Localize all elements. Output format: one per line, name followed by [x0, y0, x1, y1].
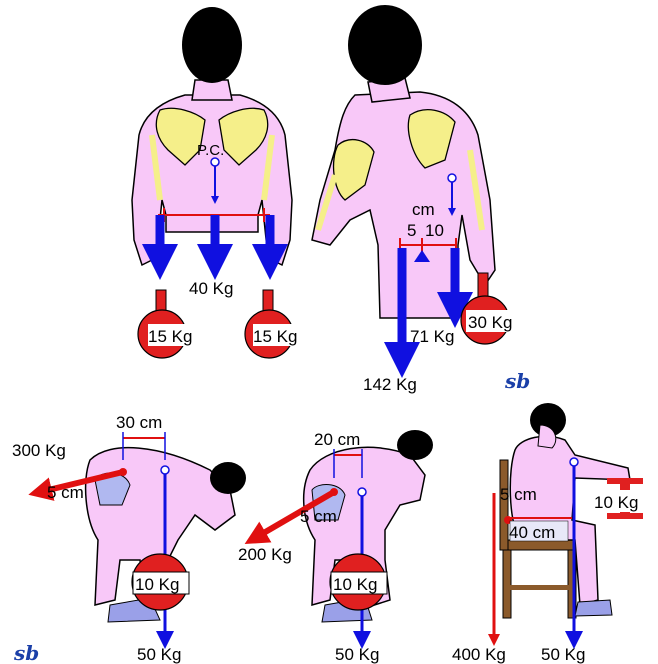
right-weight-label: 15 Kg: [253, 327, 297, 346]
panel-d-arm-label: 20 cm: [314, 430, 360, 449]
head-hair-c: [210, 462, 246, 494]
signature-top: sb: [504, 369, 530, 393]
left-weight-label: 15 Kg: [148, 327, 192, 346]
panel-b-unit: cm: [412, 200, 435, 219]
head-hair-d: [397, 430, 433, 460]
panel-e-weight-label: 10 Kg: [594, 493, 638, 512]
panel-b-weight-label: 30 Kg: [468, 313, 512, 332]
panel-c-lever: 5 cm: [47, 483, 84, 502]
panel-e-reaction: 50 Kg: [541, 645, 585, 664]
panel-e-muscle-force: 400 Kg: [452, 645, 506, 664]
panel-b-body-load: 71 Kg: [410, 327, 454, 346]
panel-c-arm-label: 30 cm: [116, 413, 162, 432]
panel-b-dist-left: 5: [407, 221, 416, 240]
panel-c-weight-label: 10 Kg: [135, 575, 179, 594]
panel-d-reaction: 50 Kg: [335, 645, 379, 664]
panel-b-one-hand: cm 5 10 142 Kg 71 Kg 30 Kg sb: [312, 5, 530, 394]
panel-c-reaction: 50 Kg: [137, 645, 181, 664]
panel-d-muscle-force: 200 Kg: [238, 545, 292, 564]
panel-c-muscle-force: 300 Kg: [12, 441, 66, 460]
center-of-gravity-point: [211, 158, 219, 166]
head-hair: [182, 7, 242, 83]
panel-a-two-hands: P.C. 40 Kg 15 Kg 15 Kg: [132, 7, 297, 358]
panel-c-bending-30cm: 30 cm 300 Kg 5 cm 10 Kg 50 Kg sb: [12, 413, 246, 664]
panel-b-dist-right: 10: [425, 221, 444, 240]
panel-d-lever: 5 cm: [300, 507, 337, 526]
panel-e-arm-label: 40 cm: [509, 523, 555, 542]
head-hair-b: [348, 5, 422, 85]
panel-d-bending-20cm: 20 cm 200 Kg 5 cm 10 Kg 50 Kg: [238, 430, 433, 664]
panel-d-weight-label: 10 Kg: [333, 575, 377, 594]
panel-e-seated: 5 cm 40 cm 400 Kg 50 Kg 10 Kg: [452, 403, 650, 664]
center-of-gravity-label: P.C.: [197, 142, 224, 159]
panel-b-muscle-force: 142 Kg: [363, 375, 417, 394]
signature-bottom: sb: [13, 641, 39, 664]
panel-e-lever: 5 cm: [500, 485, 537, 504]
panel-a-body-load-label: 40 Kg: [189, 279, 233, 298]
